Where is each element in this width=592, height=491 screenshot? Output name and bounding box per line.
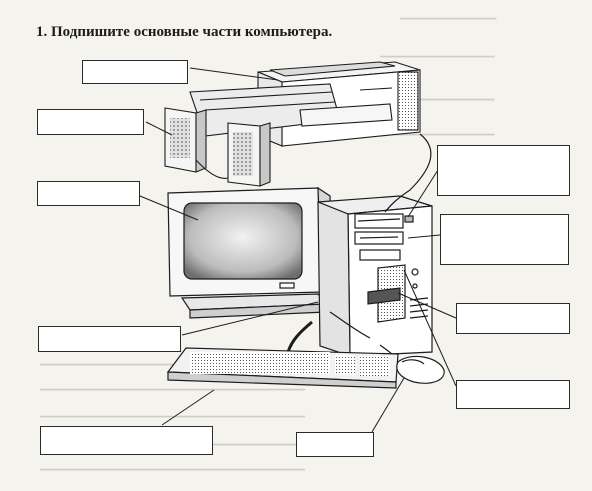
label-box-cd-drive[interactable]	[437, 145, 570, 196]
label-box-printer[interactable]	[82, 60, 188, 84]
label-box-cable[interactable]	[38, 326, 181, 352]
speakers	[164, 107, 271, 187]
system-unit	[317, 195, 433, 357]
printer	[189, 61, 421, 147]
label-box-speakers[interactable]	[37, 109, 144, 135]
label-box-floppy-drive[interactable]	[440, 214, 569, 265]
label-box-motherboard[interactable]	[456, 303, 570, 334]
keyboard	[166, 347, 399, 389]
label-box-system-unit[interactable]	[296, 432, 374, 457]
pointer-lines	[139, 67, 457, 433]
monitor	[167, 186, 333, 319]
label-box-mouse[interactable]	[456, 380, 570, 409]
label-box-monitor[interactable]	[37, 181, 140, 206]
mouse	[396, 355, 445, 384]
label-box-keyboard[interactable]	[40, 426, 213, 455]
exercise-title: 1. Подпишите основные части компьютера.	[36, 24, 333, 40]
